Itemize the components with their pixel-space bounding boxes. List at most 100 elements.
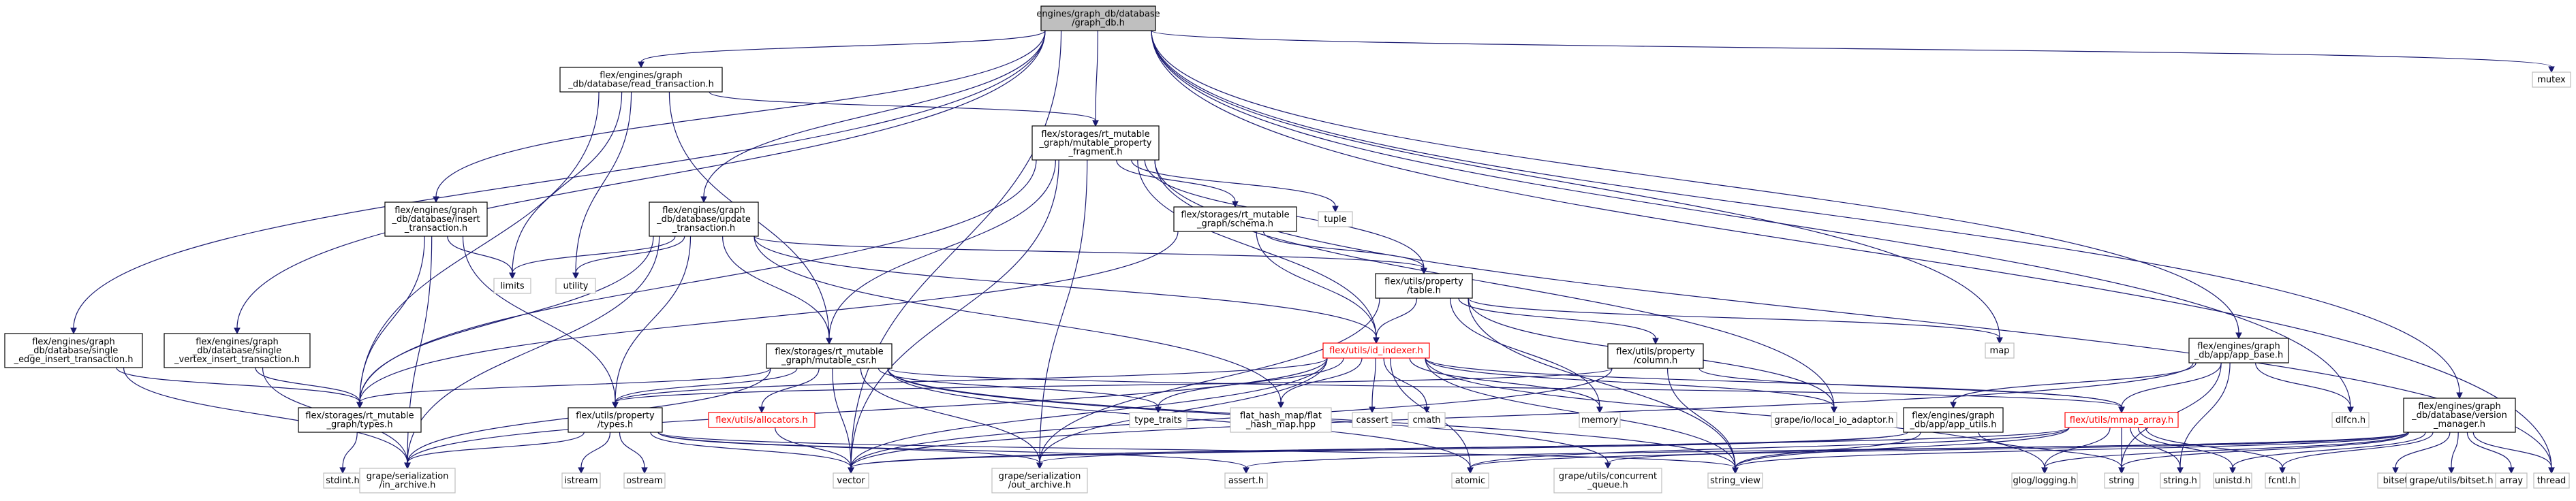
node-cmath[interactable]: cmath — [1408, 412, 1446, 428]
node-array[interactable]: array — [2495, 472, 2528, 489]
node-map[interactable]: map — [1985, 342, 2015, 359]
node-cassert[interactable]: cassert — [1352, 412, 1393, 428]
node-insert-txn[interactable]: flex/engines/graph_db/database/insert_tr… — [384, 201, 488, 237]
edge-arrowhead — [1732, 467, 1739, 474]
edge-line — [2232, 432, 2426, 468]
edge-line — [1425, 357, 1835, 408]
edge-graph_db-to-read_txn — [638, 30, 1046, 69]
node-grape-bitset[interactable]: grape/utils/bitset.h — [2406, 472, 2497, 489]
node-thread[interactable]: thread — [2533, 472, 2570, 489]
node-box — [991, 468, 1088, 494]
edge-line — [1151, 30, 2239, 334]
edge-line — [657, 432, 1040, 464]
edge-line — [2395, 432, 2451, 468]
node-graph-db[interactable]: engines/graph_db/database/graph_db.h — [1036, 5, 1160, 31]
node-label-line: string_view — [1710, 476, 1760, 486]
node-istream[interactable]: istream — [561, 472, 601, 489]
node-mpf[interactable]: flex/storages/rt_mutable_graph/mutable_p… — [1031, 125, 1160, 161]
node-glog[interactable]: glog/logging.h — [2011, 472, 2078, 489]
node-assert[interactable]: assert.h — [1224, 472, 1268, 489]
edge-id_indexer-to-flat_hash_map — [1277, 357, 1363, 409]
edge-insert_txn-to-in_archive — [404, 236, 433, 470]
node-label-line: thread — [2537, 476, 2566, 486]
node-in-archive[interactable]: grape/serialization/in_archive.h — [359, 468, 456, 494]
edge-csr-to-prop_types — [612, 368, 798, 409]
node-single-edge[interactable]: flex/engines/graph_db/database/single_ed… — [4, 333, 143, 368]
edge-line — [619, 432, 645, 468]
edge-line — [1262, 231, 1425, 269]
node-utility[interactable]: utility — [555, 278, 596, 294]
node-label-line: mutex — [2537, 75, 2566, 85]
edge-line — [850, 357, 1328, 468]
node-box — [1553, 468, 1662, 494]
edge-csr-to-rt_types — [356, 368, 771, 409]
node-dlfcn[interactable]: dlfcn.h — [2331, 412, 2370, 428]
edge-line — [512, 91, 623, 274]
node-rt-types[interactable]: flex/storages/rt_mutable_graph/types.h — [298, 407, 422, 433]
node-ostream[interactable]: ostream — [623, 472, 666, 489]
node-atomic[interactable]: atomic — [1451, 472, 1489, 489]
node-concurrent-queue[interactable]: grape/utils/concurrent_queue.h — [1553, 468, 1662, 494]
node-stdint[interactable]: stdint.h — [323, 472, 362, 489]
node-prop-types[interactable]: flex/utils/property/types.h — [568, 407, 663, 433]
node-mutex[interactable]: mutex — [2532, 71, 2571, 88]
edge-line — [359, 91, 600, 403]
node-memory[interactable]: memory — [1579, 412, 1621, 428]
node-box — [4, 333, 143, 368]
node-unistd[interactable]: unistd.h — [2213, 472, 2252, 489]
node-single-vertex[interactable]: flex/engines/graph_db/database/single_ve… — [164, 333, 311, 368]
edge-arrowhead — [2118, 467, 2125, 474]
node-app-base[interactable]: flex/engines/graph_db/app/app_base.h — [2188, 338, 2289, 363]
node-box — [1579, 412, 1621, 428]
node-string-h[interactable]: string.h — [2160, 472, 2201, 489]
node-box — [559, 67, 723, 93]
edge-app_utils-to-out_archive — [1036, 432, 1908, 470]
node-box — [1707, 472, 1763, 489]
node-table[interactable]: flex/utils/property/table.h — [1375, 273, 1473, 299]
node-local-io[interactable]: grape/io/local_io_adaptor.h — [1771, 412, 1897, 428]
node-column[interactable]: flex/utils/property/column.h — [1607, 343, 1704, 369]
edge-arrowhead — [1332, 206, 1339, 213]
node-read-txn[interactable]: flex/engines/graph_db/database/read_tran… — [559, 67, 723, 93]
node-update-txn[interactable]: flex/engines/graph_db/database/update_tr… — [649, 201, 759, 237]
edge-update_txn-to-limits — [509, 236, 676, 280]
node-allocators[interactable]: flex/utils/allocators.h — [708, 412, 816, 428]
edge-line — [775, 427, 852, 468]
node-label-line: flex/engines/graph — [2418, 402, 2501, 412]
node-id-indexer[interactable]: flex/utils/id_indexer.h — [1322, 342, 1430, 359]
node-tuple[interactable]: tuple — [1318, 211, 1353, 227]
node-box — [1903, 407, 2004, 433]
edge-line — [342, 432, 358, 468]
node-app-utils[interactable]: flex/engines/graph_db/app/app_utils.h — [1903, 407, 2004, 433]
node-mmap-array[interactable]: flex/utils/mmap_array.h — [2064, 412, 2179, 428]
node-string-view[interactable]: string_view — [1707, 472, 1763, 489]
node-out-archive[interactable]: grape/serialization/out_archive.h — [991, 468, 1088, 494]
node-type-traits[interactable]: type_traits — [1129, 412, 1188, 428]
node-label-line: flat_hash_map/flat — [1240, 411, 1322, 421]
node-fcntl[interactable]: fcntl.h — [2265, 472, 2300, 489]
node-label-line: stdint.h — [326, 476, 359, 486]
node-vector[interactable]: vector — [833, 472, 869, 489]
edge-line — [123, 367, 408, 464]
node-box — [766, 343, 893, 369]
node-csr[interactable]: flex/storages/rt_mutable_graph/mutable_c… — [766, 343, 893, 369]
node-schema[interactable]: flex/storages/rt_mutable_graph/schema.h — [1173, 206, 1297, 232]
edge-line — [761, 368, 820, 408]
node-limits[interactable]: limits — [493, 278, 531, 294]
edge-line — [1468, 297, 2000, 338]
edge-arrowhead — [612, 402, 619, 409]
node-string[interactable]: string — [2104, 472, 2139, 489]
node-box — [2331, 412, 2370, 428]
node-box — [2532, 71, 2571, 88]
node-bitset[interactable]: bitset — [2377, 472, 2414, 489]
edge-line — [1458, 297, 1656, 339]
node-version-mgr[interactable]: flex/engines/graph_db/database/version_m… — [2403, 398, 2516, 433]
edge-arrowhead — [2448, 467, 2455, 474]
node-label-line: _db/database/insert — [391, 214, 480, 225]
node-flat-hash-map[interactable]: flat_hash_map/flat_hash_map.hpp — [1230, 407, 1332, 433]
edge-arrowhead — [1421, 268, 1427, 275]
edge-version_mgr-to-unistd — [2229, 432, 2426, 474]
edge-schema-to-id_indexer — [1256, 231, 1380, 344]
node-box — [708, 412, 816, 428]
edge-line — [1245, 432, 2408, 468]
